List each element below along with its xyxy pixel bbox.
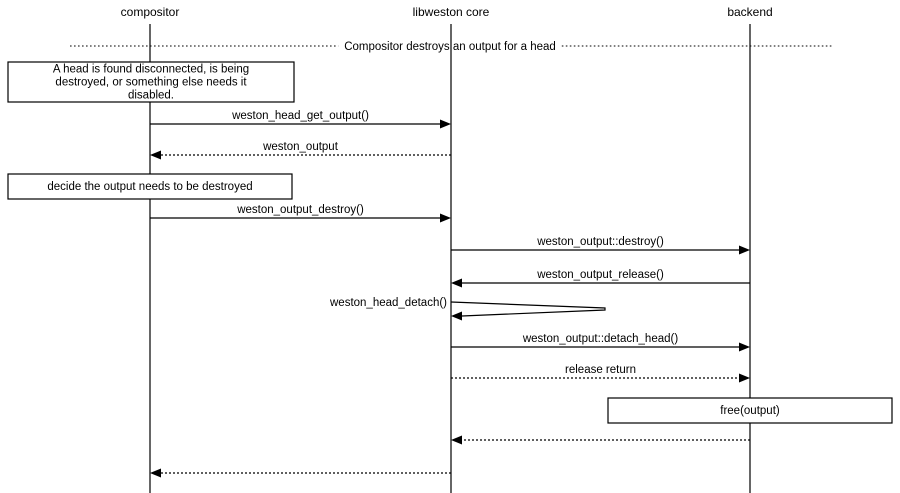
note-note-decide-destroy: decide the output needs to be destroyed: [7, 173, 293, 200]
arrowhead: [150, 468, 161, 478]
participant-label-libweston-core: libweston core: [413, 5, 490, 19]
message-msg-core-return: [150, 468, 451, 478]
selfcall-path: [450, 301, 606, 317]
message-msg-weston-output-return: weston_output: [150, 141, 451, 160]
message-msg-weston-output-destroy: weston_output_destroy(): [150, 204, 451, 223]
arrowhead: [440, 119, 451, 129]
message-msg-weston-output-destroy-vfunc: weston_output::destroy(): [451, 236, 750, 255]
arrowhead: [739, 245, 750, 255]
message-label: weston_output::detach_head(): [522, 333, 679, 345]
message-msg-weston-output-release: weston_output_release(): [451, 269, 750, 288]
message-msg-release-return: release return: [451, 364, 750, 383]
note-text-line: A head is found disconnected, is being: [53, 64, 249, 76]
message-label: weston_head_detach(): [329, 297, 447, 309]
notes-group: A head is found disconnected, is beingde…: [7, 61, 893, 424]
note-box: [7, 61, 295, 103]
arrowhead: [451, 311, 462, 321]
message-label: release return: [565, 364, 636, 376]
note-text-line: disabled.: [128, 90, 174, 102]
arrowhead: [150, 150, 161, 160]
arrowhead: [739, 342, 750, 352]
separator-label: Compositor destroys an output for a head: [344, 41, 556, 53]
message-label: weston_output: [262, 141, 339, 153]
note-note-head-disconnected: A head is found disconnected, is beingde…: [7, 61, 295, 103]
note-text-line: free(output): [720, 405, 780, 417]
note-text-line: decide the output needs to be destroyed: [47, 181, 252, 193]
participant-label-backend: backend: [727, 5, 772, 19]
arrowhead: [451, 435, 462, 445]
note-box: [7, 173, 293, 200]
arrowhead: [440, 213, 451, 223]
note-text-line: destroyed, or something else needs it: [55, 77, 247, 89]
message-label: weston_output_destroy(): [236, 204, 364, 216]
message-label: weston_output_release(): [536, 269, 664, 281]
arrowhead: [451, 278, 462, 288]
message-msg-weston-output-detach-head: weston_output::detach_head(): [451, 333, 750, 352]
note-box: [607, 397, 893, 424]
message-msg-backend-return: [451, 435, 750, 445]
messages-group: weston_head_get_output() weston_outputwes…: [150, 110, 750, 478]
message-label: weston_output::destroy(): [536, 236, 664, 248]
arrowhead: [739, 373, 750, 383]
message-msg-weston-head-detach: weston_head_detach(): [329, 297, 606, 321]
note-note-free-output: free(output): [607, 397, 893, 424]
participant-headers-group: compositor libweston core backend: [121, 5, 773, 19]
separator-group: Compositor destroys an output for a head: [70, 41, 833, 53]
participant-label-compositor: compositor: [121, 5, 180, 19]
message-label: weston_head_get_output(): [231, 110, 369, 122]
message-msg-weston-head-get-output: weston_head_get_output(): [150, 110, 451, 129]
